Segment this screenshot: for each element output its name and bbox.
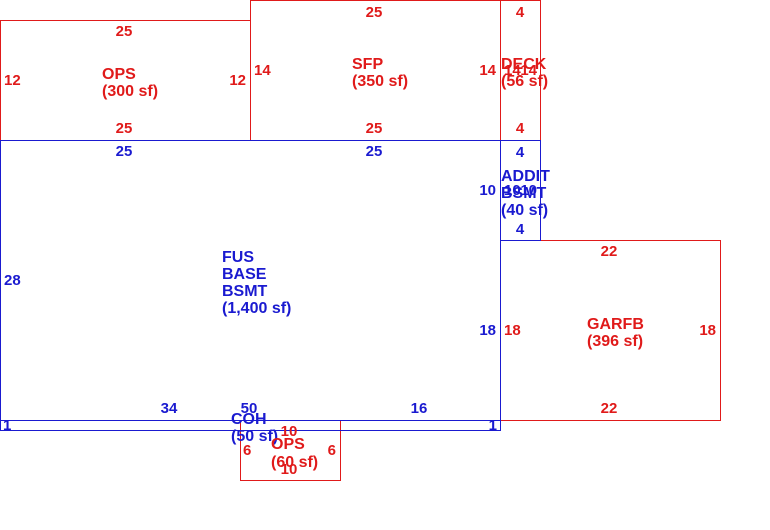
coh-area: (50 sf) bbox=[231, 428, 278, 445]
ops-bottom-area: (60 sf) bbox=[271, 454, 318, 471]
garfb-dim-top: 22 bbox=[601, 243, 618, 260]
ops-bottom-dim-bottom: 10 bbox=[281, 461, 298, 478]
fus-dim-right-upper: 10 bbox=[479, 182, 496, 199]
ops-top-label: OPS bbox=[102, 66, 136, 83]
addit-dim-bottom: 4 bbox=[516, 221, 525, 238]
addit-label-line2: BSMT bbox=[501, 185, 547, 202]
addit-area: (40 sf) bbox=[501, 202, 548, 219]
ops-top-dim-right: 12 bbox=[229, 72, 246, 89]
fus-dim-right: 18 bbox=[479, 322, 496, 339]
fus-dim-bottom-right: 16 bbox=[411, 400, 428, 417]
addit-dim-right: 10 bbox=[520, 182, 537, 199]
ops-top-area: (300 sf) bbox=[102, 83, 158, 100]
sfp-dim-bottom: 25 bbox=[366, 120, 383, 137]
fus-area: (1,400 sf) bbox=[222, 300, 291, 317]
fus-dim-top-right: 25 bbox=[366, 143, 383, 160]
garfb-dim-bottom: 22 bbox=[601, 400, 618, 417]
garfb-dim-right: 18 bbox=[699, 322, 716, 339]
fus-label-line1: FUS bbox=[222, 249, 254, 266]
fus-dim-bottom-mid: 50 bbox=[241, 400, 258, 417]
sfp-dim-top: 25 bbox=[366, 4, 383, 21]
garfb-dim-left: 18 bbox=[504, 322, 521, 339]
ops-bottom-dim-top: 10 bbox=[281, 423, 298, 440]
addit-label-line1: ADDIT bbox=[501, 168, 550, 185]
sfp-dim-right: 14 bbox=[479, 62, 496, 79]
coh-dim-left: 1 bbox=[3, 417, 11, 434]
coh-dim-right: 1 bbox=[489, 417, 497, 434]
ops-bottom-label: OPS bbox=[271, 436, 305, 453]
deck-dim-top: 4 bbox=[516, 4, 525, 21]
deck-dim-right: 14 bbox=[520, 62, 537, 79]
fus-dim-bottom-left: 34 bbox=[161, 400, 178, 417]
coh-label: COH bbox=[231, 411, 267, 428]
ops-top-dim-left: 12 bbox=[4, 72, 21, 89]
fus-label-line3: BSMT bbox=[222, 283, 268, 300]
deck-label: DECK bbox=[501, 56, 547, 73]
sfp-dim-left: 14 bbox=[254, 62, 271, 79]
addit-dim-top: 4 bbox=[516, 144, 525, 161]
ops-bottom-dim-right: 6 bbox=[328, 442, 336, 459]
addit-dim-left: 10 bbox=[504, 182, 521, 199]
ops-top-dim-top: 25 bbox=[116, 23, 133, 40]
sfp-label: SFP bbox=[352, 56, 383, 73]
garfb-area: (396 sf) bbox=[587, 333, 643, 350]
sfp-area: (350 sf) bbox=[352, 73, 408, 90]
deck-dim-left: 14 bbox=[504, 62, 521, 79]
fus-dim-top-left: 25 bbox=[116, 143, 133, 160]
garfb-label: GARFB bbox=[587, 316, 644, 333]
coh-outline bbox=[0, 420, 501, 431]
fus-dim-left: 28 bbox=[4, 272, 21, 289]
fus-label-line2: BASE bbox=[222, 266, 267, 283]
addit-bsmt-outline bbox=[500, 140, 541, 241]
deck-dim-bottom: 4 bbox=[516, 120, 525, 137]
deck-area: (56 sf) bbox=[501, 73, 548, 90]
ops-bottom-dim-left: 6 bbox=[243, 442, 251, 459]
ops-top-dim-bottom: 25 bbox=[116, 120, 133, 137]
